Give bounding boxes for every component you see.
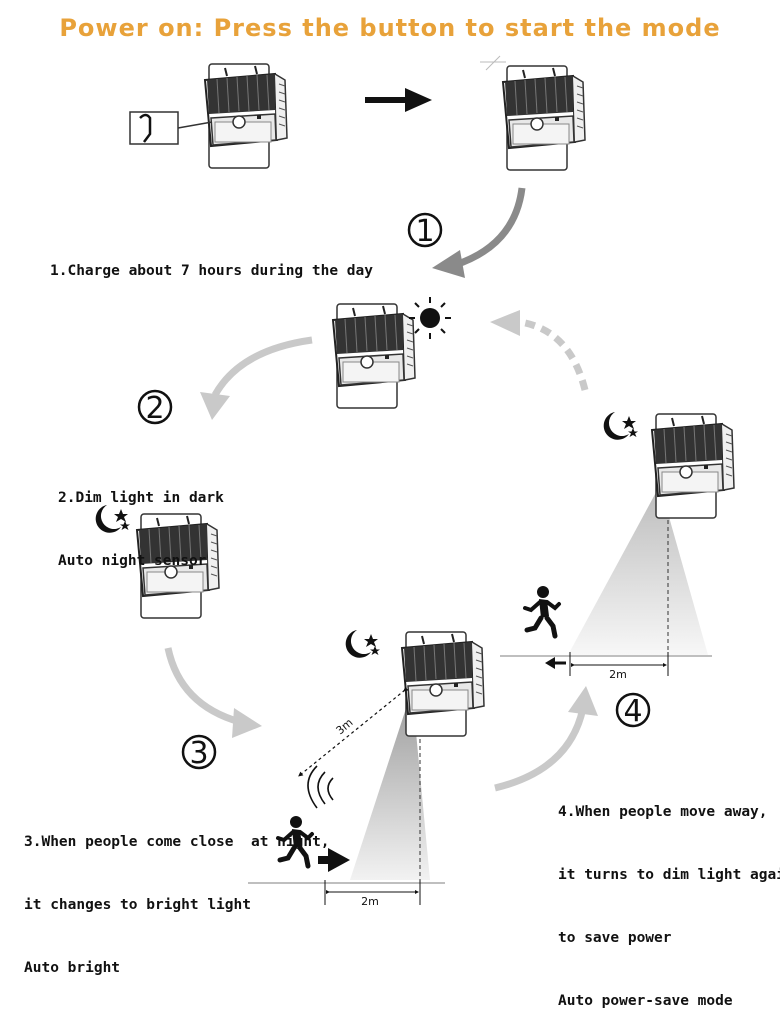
- solar-lamp-icon: [480, 55, 586, 171]
- step-2-number-text: 2: [145, 391, 164, 426]
- page-title: Power on: Press the button to start the …: [59, 14, 721, 42]
- ground-line: 2m: [248, 880, 445, 908]
- solar-lamp-icon: [332, 303, 416, 409]
- ground-line: 2m: [500, 652, 712, 681]
- step-4-line: 4.When people move away,: [558, 804, 768, 820]
- step-2-number: 2: [137, 389, 173, 426]
- arrow-icon: [494, 686, 598, 792]
- step-1-line: 1.Charge about 7 hours during the day: [50, 263, 374, 279]
- arrow-icon: [432, 187, 526, 278]
- step-2-line: 2.Dim light in dark: [58, 490, 224, 506]
- step-4-number: 4: [615, 692, 651, 729]
- moon-stars-icon: [345, 630, 380, 658]
- step-2-line: Auto night sensor: [58, 553, 207, 569]
- step-1-number-text: 1: [415, 214, 434, 249]
- step-3-text: 3.When people come close at night, it ch…: [24, 790, 330, 1000]
- step-3-line: Auto bright: [24, 960, 121, 976]
- solar-lamp-icon: [204, 63, 288, 169]
- arrow-icon: [164, 647, 262, 738]
- step-4-text: 4.When people move away, it turns to dim…: [558, 760, 780, 1033]
- arrow-icon: [490, 310, 589, 391]
- motion-waves-icon: [307, 765, 334, 809]
- sun-icon: [409, 297, 451, 339]
- step-4-line: to save power: [558, 930, 672, 946]
- press-button-hand-icon: [129, 111, 213, 145]
- person-running-icon: [525, 586, 559, 636]
- solar-lamp-icon: [651, 413, 735, 519]
- step-4-number-text: 4: [623, 694, 642, 729]
- distance-ground-step4-text: 2m: [609, 668, 627, 681]
- arrow-icon: [200, 336, 313, 420]
- step-4-line: Auto power-save mode: [558, 993, 733, 1009]
- step-4-line: it turns to dim light again: [558, 867, 780, 883]
- instruction-diagram: 1 2: [95, 55, 735, 908]
- step-1-number: 1: [407, 212, 443, 249]
- step-3-number-text: 3: [189, 736, 208, 771]
- step-3-line: it changes to bright light: [24, 897, 251, 913]
- step-1-text: 1.Charge about 7 hours during the day: [50, 219, 373, 303]
- step-3-number: 3: [181, 734, 217, 771]
- solar-lamp-icon: [401, 631, 485, 737]
- approach-arrow-icon: [318, 848, 350, 872]
- distance-diagonal-text: 3m: [334, 716, 356, 737]
- step-3-line: 3.When people come close at night,: [24, 834, 330, 850]
- step-2-text: 2.Dim light in dark Auto night sensor: [58, 446, 224, 593]
- moon-stars-icon: [603, 412, 638, 440]
- arrow-icon: [365, 88, 432, 112]
- distance-ground-step3-text: 2m: [361, 895, 379, 908]
